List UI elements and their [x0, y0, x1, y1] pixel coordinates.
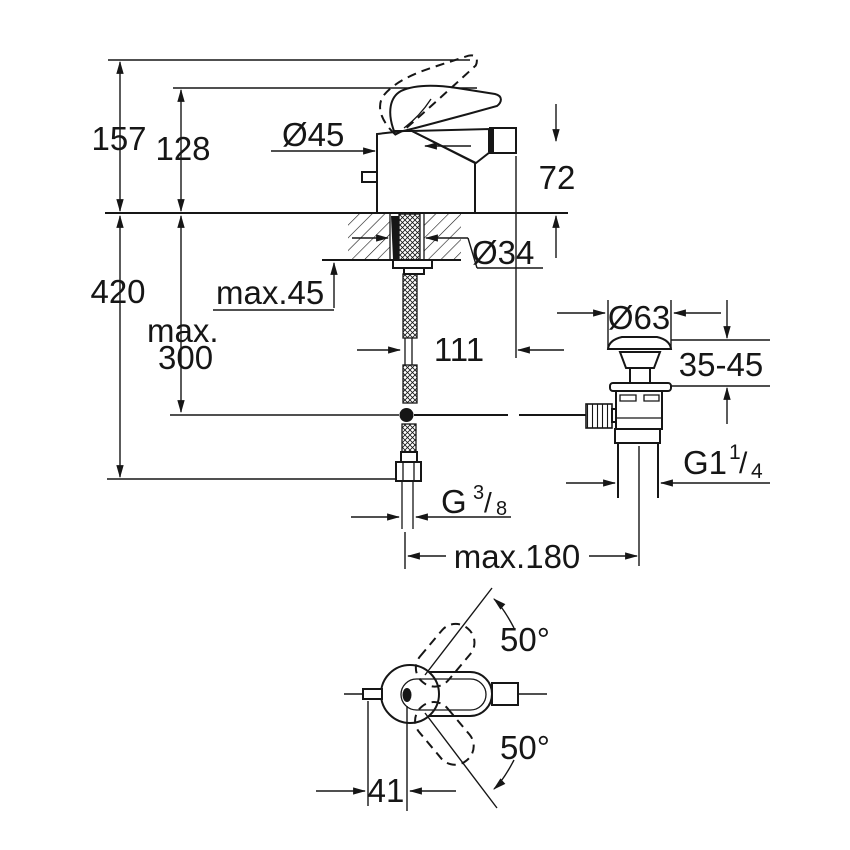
dim-g114-label: G1 1 / 4 [683, 441, 763, 483]
dim-50deg-upper-label: 50° [500, 621, 550, 658]
mounting-washer [392, 259, 433, 269]
waste-body [615, 390, 663, 430]
supply-hose-upper [402, 273, 418, 339]
waste-body-slots [616, 394, 662, 419]
pop-up-knob [361, 171, 378, 183]
aerator-ring [488, 129, 494, 152]
hose-fitting-top [400, 451, 418, 463]
dim-g38-label: G 3 / 8 [441, 482, 507, 520]
dim-max300-label-line1: max. [147, 312, 219, 349]
dim-max300-label-line2: 300 [158, 339, 213, 376]
supply-hose-middle [402, 364, 418, 404]
shank-wedge [391, 216, 399, 259]
dim-max45-label: max.45 [216, 274, 324, 311]
arc-arrow-50-lower [493, 759, 515, 790]
faucet-body-group [361, 54, 517, 214]
dim-111-label: 111 [434, 331, 484, 368]
dim-420-label: 420 [90, 273, 145, 310]
dim-41-label: 41 [368, 772, 405, 809]
dim-50deg-lower-label: 50° [500, 729, 550, 766]
dim-128-label: 128 [155, 130, 210, 167]
dimension-arrows [116, 60, 770, 560]
supply-pipe [401, 481, 414, 529]
handle-outline-inner [400, 678, 487, 711]
mounting-hole-edges [389, 213, 425, 260]
spout-stub [491, 682, 519, 706]
dim-dia63-label: Ø63 [608, 299, 670, 336]
dim-dia45-label: Ø45 [282, 116, 344, 153]
pull-rod-section [404, 338, 413, 365]
deck-hatch-left [348, 214, 390, 259]
rod-adjusting-nut [585, 403, 613, 429]
handle-swung-up-dashed [414, 622, 476, 688]
dim-max180-label: max.180 [454, 538, 581, 575]
waste-seal-disc [609, 382, 672, 392]
hose-fitting-hex [395, 461, 422, 482]
pivot-dot [402, 688, 412, 702]
hose-fitting-facets [402, 462, 415, 481]
dim-72-label: 72 [539, 159, 576, 196]
dim-3545-label: 35-45 [679, 346, 763, 383]
handle-open-dashed [379, 54, 478, 136]
drain-valve-group [606, 336, 673, 498]
deck-hatch-right [424, 214, 461, 259]
waste-stem [629, 367, 651, 384]
under-deck-group [391, 213, 433, 529]
handle-swung-down-dashed [414, 701, 475, 766]
top-view: 50° 50° 41 [316, 587, 550, 811]
rod-ball-joint [399, 408, 414, 422]
pop-up-knob-top [362, 688, 383, 700]
side-view: 157 128 420 max. 300 Ø45 72 Ø34 max.45 1… [90, 54, 770, 575]
pop-up-rod-group [399, 403, 619, 429]
mounting-nut [403, 267, 425, 275]
waste-collar [614, 428, 661, 444]
dim-157-label: 157 [91, 120, 146, 157]
dim-dia34-label: Ø34 [472, 234, 534, 271]
arc-arrow-50-upper [493, 598, 515, 629]
waste-neck [618, 351, 662, 369]
waste-tailpipe [617, 443, 659, 498]
handle-closed [389, 84, 502, 132]
threaded-shank [398, 213, 421, 262]
handle-crease [403, 98, 432, 129]
waste-flange [606, 336, 673, 350]
reference-lines [107, 59, 770, 569]
top-view-reference-lines [344, 587, 547, 811]
